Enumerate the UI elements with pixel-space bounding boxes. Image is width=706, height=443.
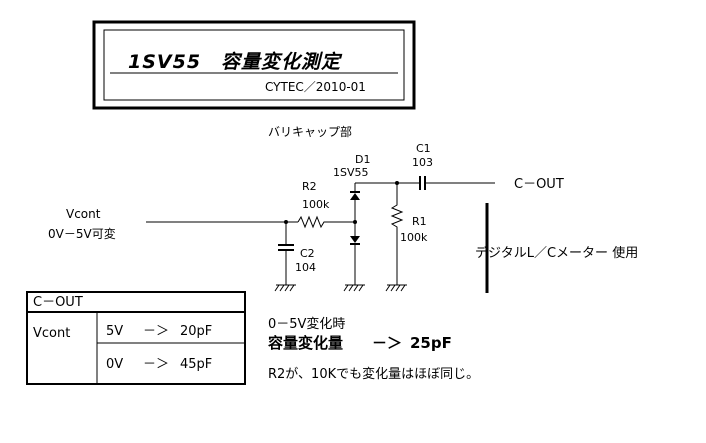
diode-d1 [350,183,360,285]
note-range: 0－5V変化時 [268,316,345,332]
title-text: 1SV55 容量変化測定 [128,51,343,73]
result-table: C－OUT Vcont 5V －＞ 20pF 0V －＞ 45pF [26,291,246,385]
ground-symbol [343,284,365,292]
meter-label: デジタルL／Cメーター 使用 [475,245,638,261]
row2-arrow: －＞ [143,357,169,372]
input-label: Vcont [66,207,101,221]
c2-value: 104 [295,261,316,274]
ground-symbol [385,284,407,292]
input-range-label: 0V－5V可変 [48,226,116,241]
r2-ref: R2 [302,180,317,193]
c1-ref: C1 [416,142,431,155]
title-box: 1SV55 容量変化測定 CYTEC／2010-01 [92,20,416,110]
capacitor-c2 [278,222,294,285]
r1-value: 100k [400,231,428,244]
resistor-r1 [390,183,404,285]
output-label: C－OUT [514,177,564,192]
c2-ref: C2 [300,247,315,260]
note-change-value: 25pF [410,334,452,352]
note-change-arrow: －＞ [372,334,402,352]
r1-ref: R1 [412,215,427,228]
junction-dot [353,220,357,224]
section-label: バリキャップ部 [268,124,352,139]
row2-voltage: 0V [106,357,123,372]
row2-capacitance: 45pF [180,357,212,372]
note-remark: R2が、10Kでも変化量はほぼ同じ。 [268,366,479,382]
ground-symbol [274,284,296,292]
subtitle-text: CYTEC／2010-01 [265,80,366,94]
row1-arrow: －＞ [143,324,169,339]
row1-capacitance: 20pF [180,324,212,339]
r2-value: 100k [302,198,330,211]
d1-ref: D1 [355,153,370,166]
junction-dot [284,220,288,224]
note-change-label: 容量変化量 [267,334,343,352]
d1-part: 1SV55 [333,166,369,179]
row1-voltage: 5V [106,324,123,339]
resistor-r2 [297,215,355,229]
table-row-label: Vcont [33,326,70,341]
c1-value: 103 [412,156,433,169]
capacitor-c1 [419,176,495,190]
table-header: C－OUT [33,295,83,310]
